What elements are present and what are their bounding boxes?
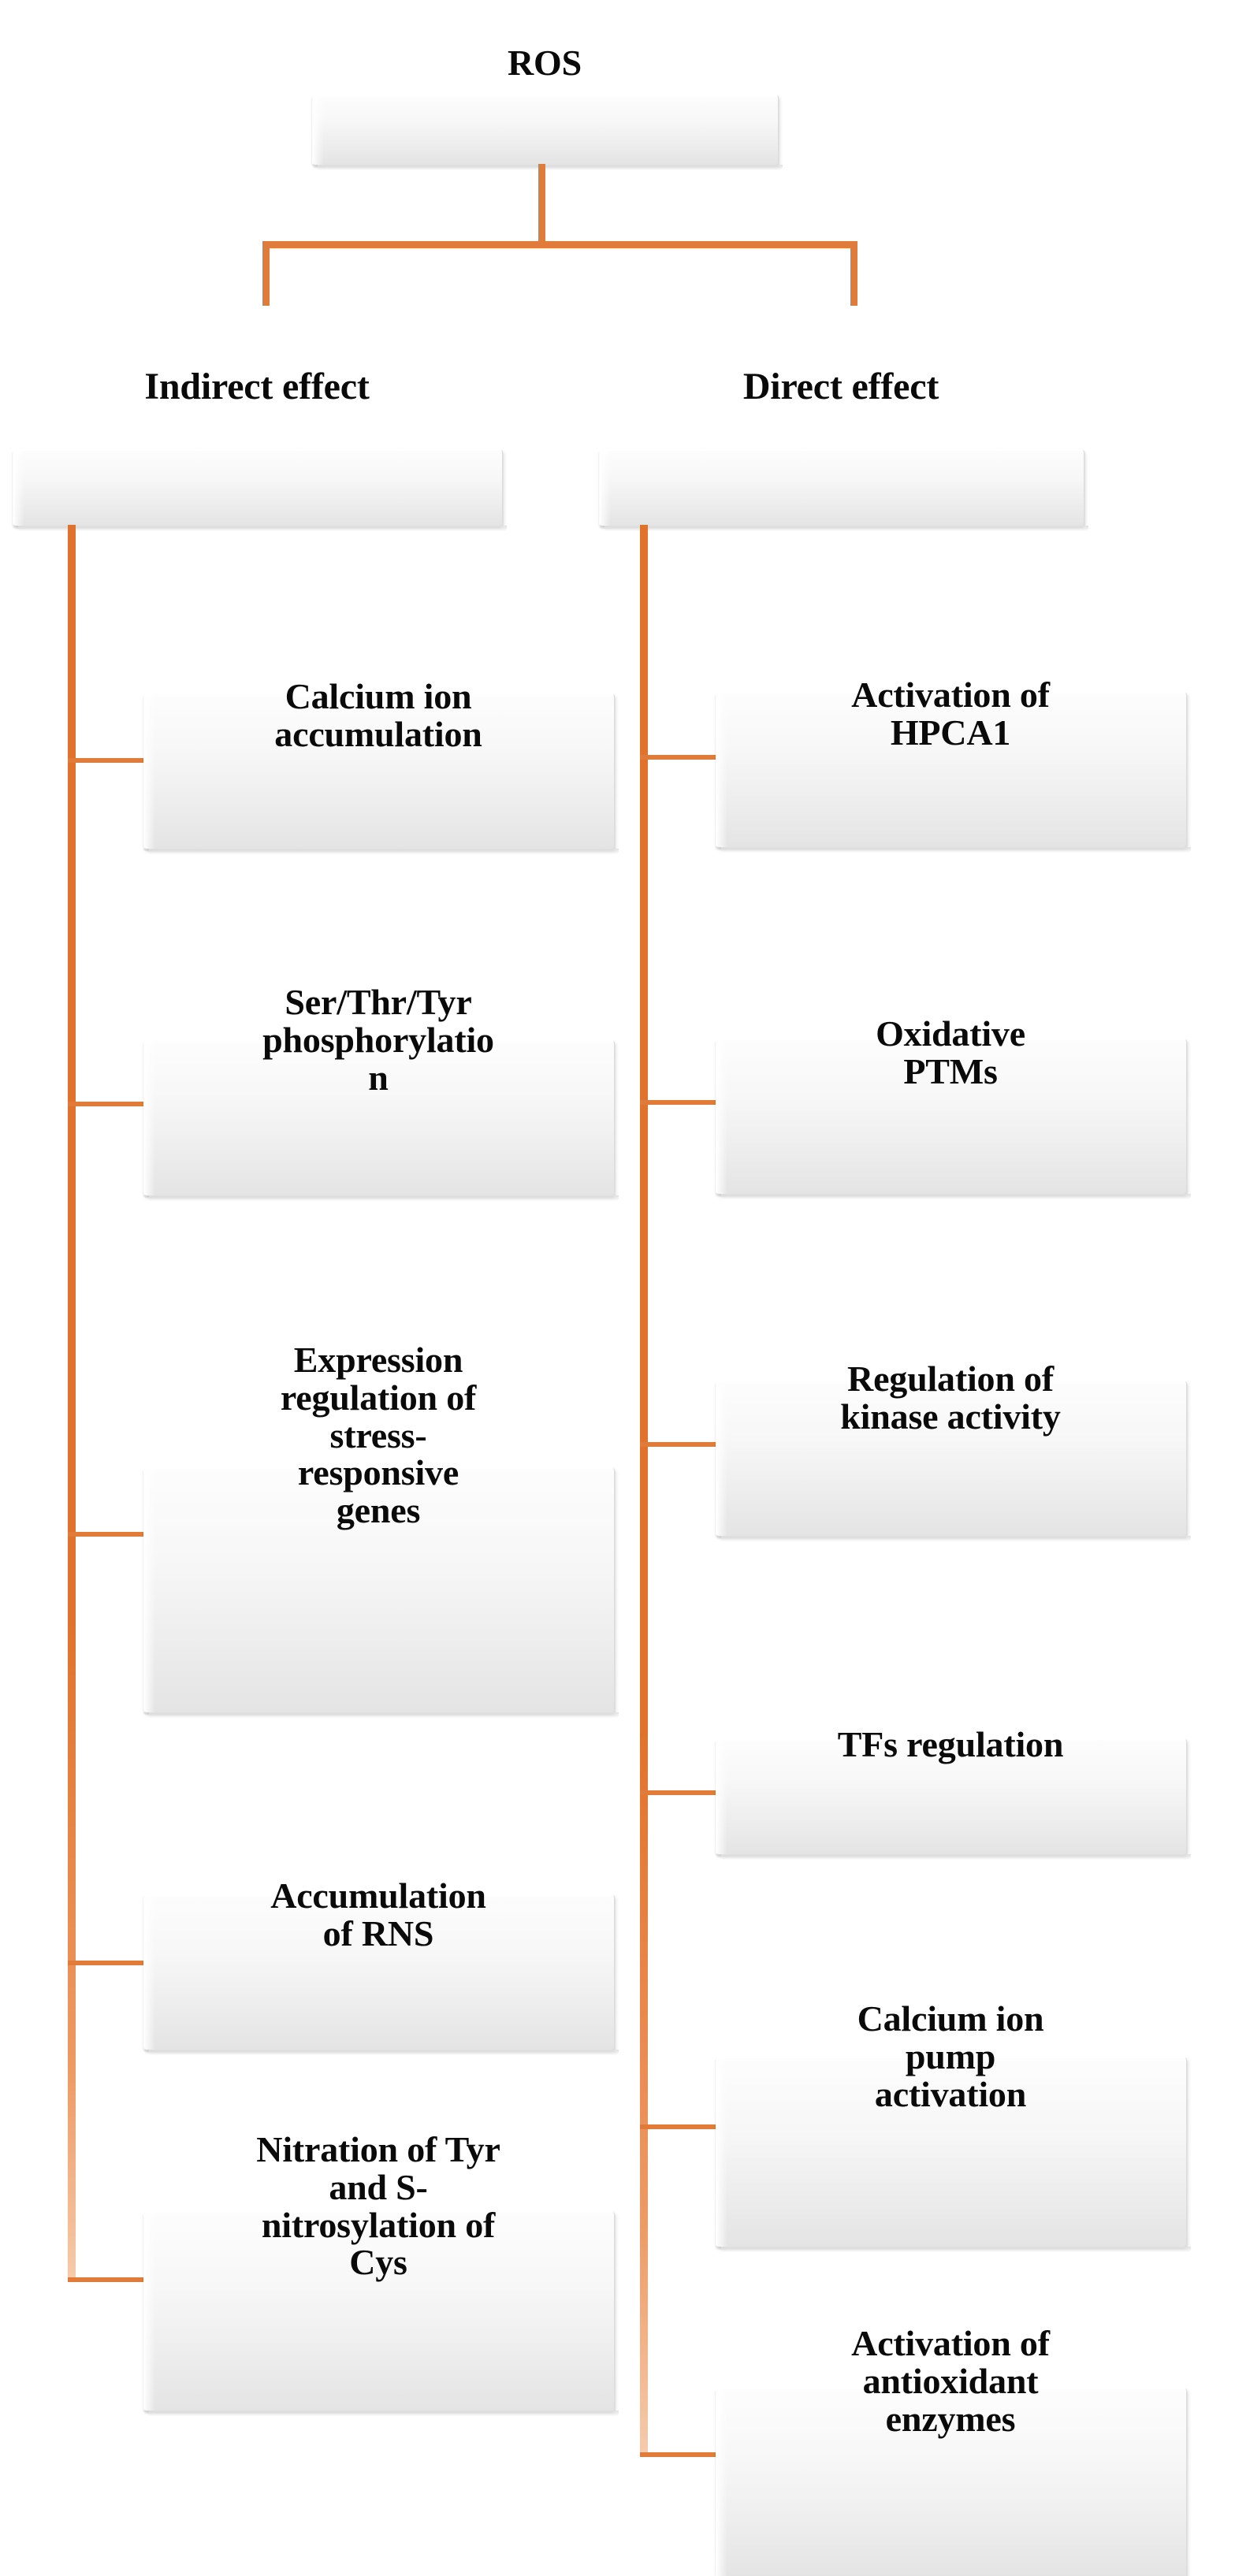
node-box-indirect-effect[interactable] [13, 449, 507, 531]
connector-stub-direct-4 [640, 1790, 716, 1795]
node-box-oxidative-ptms[interactable] [716, 1039, 1191, 1199]
node-box-ser-thr-tyr-phosphorylation[interactable] [143, 1040, 619, 1201]
connector-trunk-indirect [68, 525, 76, 2282]
connector-stub-indirect-2 [68, 1102, 143, 1106]
node-label-indirect-effect: Indirect effect [144, 366, 370, 407]
node-label-ros: ROS [508, 43, 582, 83]
connector-stub-direct-6 [640, 2452, 716, 2457]
node-box-activation-of-antioxidant-enzymes[interactable] [716, 2388, 1187, 2576]
connector-split-bar [262, 241, 857, 248]
node-box-calcium-ion-pump-activation[interactable] [716, 2057, 1191, 2252]
node-box-direct-effect[interactable] [599, 449, 1088, 531]
node-box-nitration-tyr-nitrosylation-cys[interactable] [143, 2211, 619, 2416]
node-box-expression-regulation-stress-genes[interactable] [143, 1467, 619, 1718]
connector-stub-indirect-4 [68, 1961, 143, 1965]
connector-split-drop-right [850, 241, 857, 306]
node-box-activation-of-hpca1[interactable] [716, 692, 1191, 853]
connector-stub-indirect-1 [68, 758, 143, 763]
node-box-calcium-ion-accumulation[interactable] [143, 693, 619, 854]
node-box-regulation-of-kinase-activity[interactable] [716, 1381, 1191, 1541]
node-box-tfs-regulation[interactable] [716, 1738, 1191, 1860]
node-box-accumulation-of-rns[interactable] [143, 1894, 619, 2055]
connector-split-drop-left [262, 241, 270, 306]
connector-stub-direct-2 [640, 1100, 716, 1105]
connector-stub-direct-5 [640, 2124, 716, 2129]
connector-stub-direct-1 [640, 755, 716, 760]
connector-stub-direct-3 [640, 1442, 716, 1447]
node-box-ros[interactable] [312, 95, 783, 170]
node-label-direct-effect: Direct effect [742, 366, 939, 407]
connector-stub-indirect-5 [68, 2277, 143, 2282]
connector-root-stem [538, 164, 545, 246]
connector-stub-indirect-3 [68, 1532, 143, 1537]
connector-trunk-direct [640, 525, 648, 2457]
